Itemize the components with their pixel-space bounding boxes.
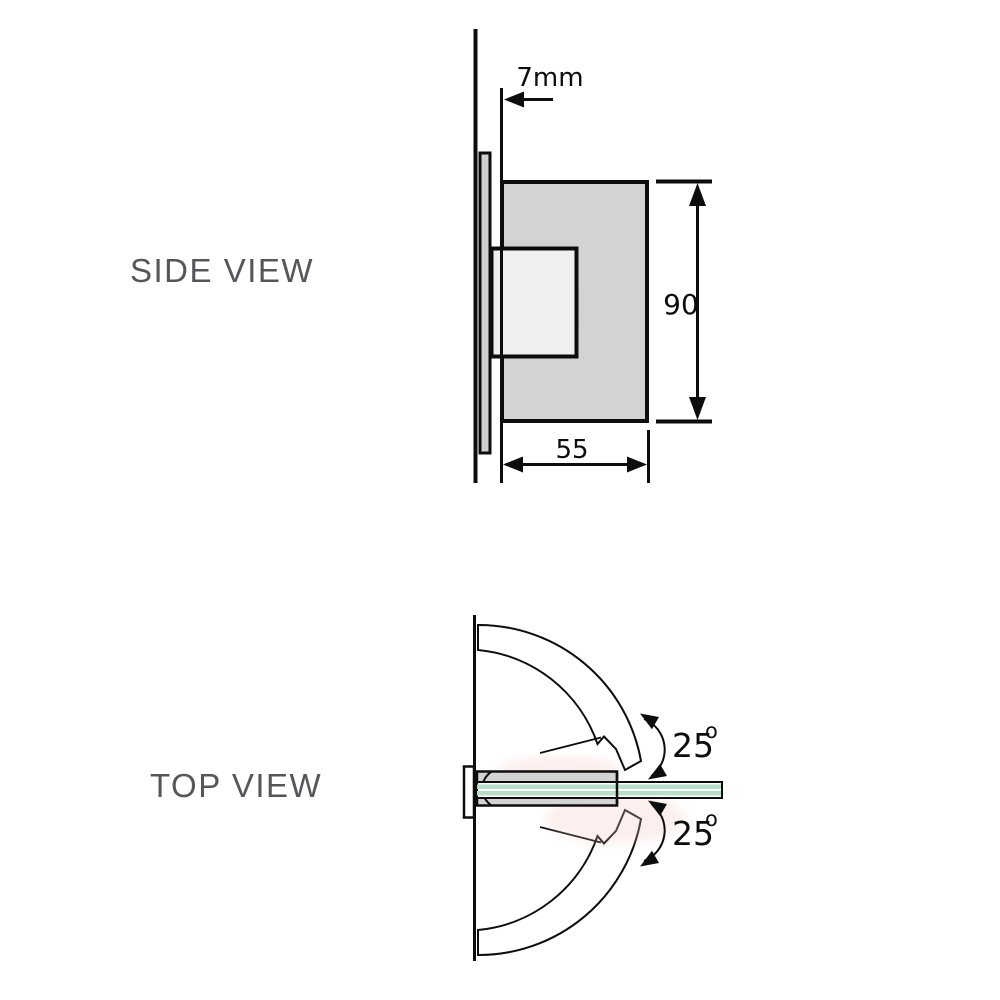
dimension-7mm: 7mm	[504, 63, 584, 108]
wall-plate-top	[462, 765, 476, 819]
angle-lower-value: 25	[672, 814, 714, 853]
angle-dimension-upper: 25 o	[640, 713, 718, 780]
glass-clamp-square	[489, 246, 579, 359]
arrowhead-left-icon	[503, 456, 523, 473]
top-view-label: TOP VIEW	[150, 767, 322, 804]
arrowhead-lower-icon	[648, 764, 667, 780]
arrowhead-upper-icon	[640, 713, 659, 730]
break-line-upper	[539, 736, 602, 754]
door-swing-band-upper	[477, 623, 643, 772]
dim-90-text: 90	[663, 288, 699, 321]
arrowhead-upper-icon	[648, 800, 667, 816]
wall-plate-side	[478, 151, 492, 455]
dimension-90: 90	[656, 179, 712, 424]
arrowhead-left-icon	[504, 91, 524, 108]
arrowhead-right-icon	[627, 456, 647, 473]
arrowhead-lower-icon	[640, 850, 659, 867]
glass-lamination-lower	[477, 791, 721, 796]
side-view: SIDE VIEW 7mm 90	[130, 29, 712, 483]
top-view: TOP VIEW 25 o	[150, 615, 723, 961]
dim-55-text: 55	[555, 435, 588, 465]
side-view-label: SIDE VIEW	[130, 252, 314, 289]
arrowhead-up-icon	[689, 183, 706, 206]
glass-lamination-upper	[477, 784, 721, 789]
angle-upper-value: 25	[672, 726, 714, 765]
angle-lower-degree: o	[705, 807, 718, 831]
dimension-55: 55	[503, 430, 650, 483]
angle-upper-degree: o	[705, 719, 718, 743]
glass-panel	[476, 781, 723, 799]
dim-7mm-text: 7mm	[516, 63, 583, 93]
angle-dimension-lower: 25 o	[640, 800, 718, 867]
arrowhead-down-icon	[689, 397, 706, 420]
